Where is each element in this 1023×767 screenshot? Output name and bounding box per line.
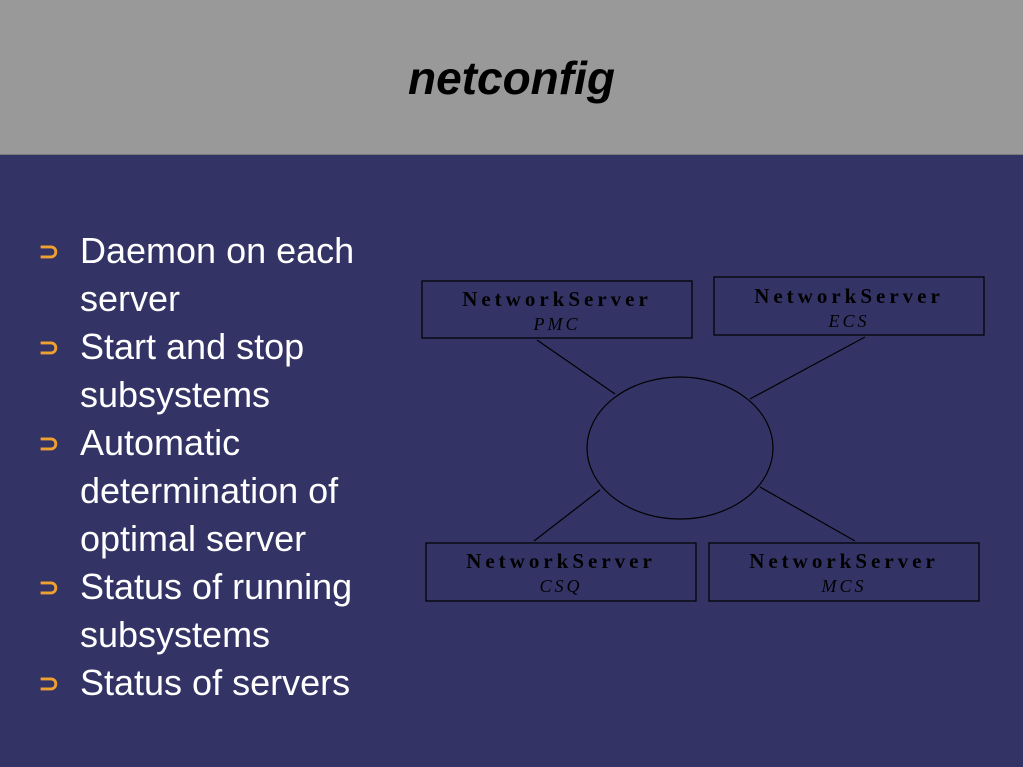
node-sub: PMC bbox=[533, 314, 581, 334]
link-mcs-hub bbox=[759, 486, 856, 542]
link-ecs-hub bbox=[749, 336, 866, 400]
bullet-marker-icon: ⊃ bbox=[38, 572, 60, 602]
node-name: NetworkServer bbox=[462, 287, 652, 311]
bullet-marker-icon: ⊃ bbox=[38, 668, 60, 698]
node-pmc: NetworkServer PMC bbox=[421, 280, 693, 339]
node-csq: NetworkServer CSQ bbox=[425, 542, 697, 602]
bullet-text: Start and stop subsystems bbox=[80, 326, 305, 415]
bullet-item: ⊃ Status of running subsystems bbox=[36, 563, 406, 659]
bullet-list: ⊃ Daemon on each server ⊃ Start and stop… bbox=[36, 227, 406, 707]
bullet-text: Status of running subsystems bbox=[80, 566, 353, 655]
node-sub: MCS bbox=[821, 576, 867, 596]
node-mcs: NetworkServer MCS bbox=[708, 542, 980, 602]
slide-header bbox=[0, 0, 1023, 155]
network-hub bbox=[586, 376, 774, 520]
bullet-item: ⊃ Status of servers bbox=[36, 659, 406, 707]
node-name: NetworkServer bbox=[749, 549, 939, 573]
link-csq-hub bbox=[533, 489, 601, 542]
node-name: NetworkServer bbox=[754, 284, 944, 308]
bullet-marker-icon: ⊃ bbox=[38, 332, 60, 362]
node-ecs: NetworkServer ECS bbox=[713, 276, 985, 336]
node-name: NetworkServer bbox=[466, 549, 656, 573]
bullet-text: Daemon on each server bbox=[80, 230, 355, 319]
bullet-item: ⊃ Automatic determination of optimal ser… bbox=[36, 419, 406, 563]
slide-body bbox=[0, 155, 1023, 767]
bullet-item: ⊃ Start and stop subsystems bbox=[36, 323, 406, 419]
bullet-item: ⊃ Daemon on each server bbox=[36, 227, 406, 323]
link-pmc-hub bbox=[536, 339, 616, 395]
bullet-text: Automatic determination of optimal serve… bbox=[80, 422, 339, 559]
bullet-marker-icon: ⊃ bbox=[38, 428, 60, 458]
bullet-text: Status of servers bbox=[80, 662, 351, 703]
bullet-marker-icon: ⊃ bbox=[38, 236, 60, 266]
node-sub: CSQ bbox=[539, 576, 582, 596]
node-sub: ECS bbox=[827, 311, 869, 331]
slide-title: netconfig bbox=[408, 52, 615, 104]
